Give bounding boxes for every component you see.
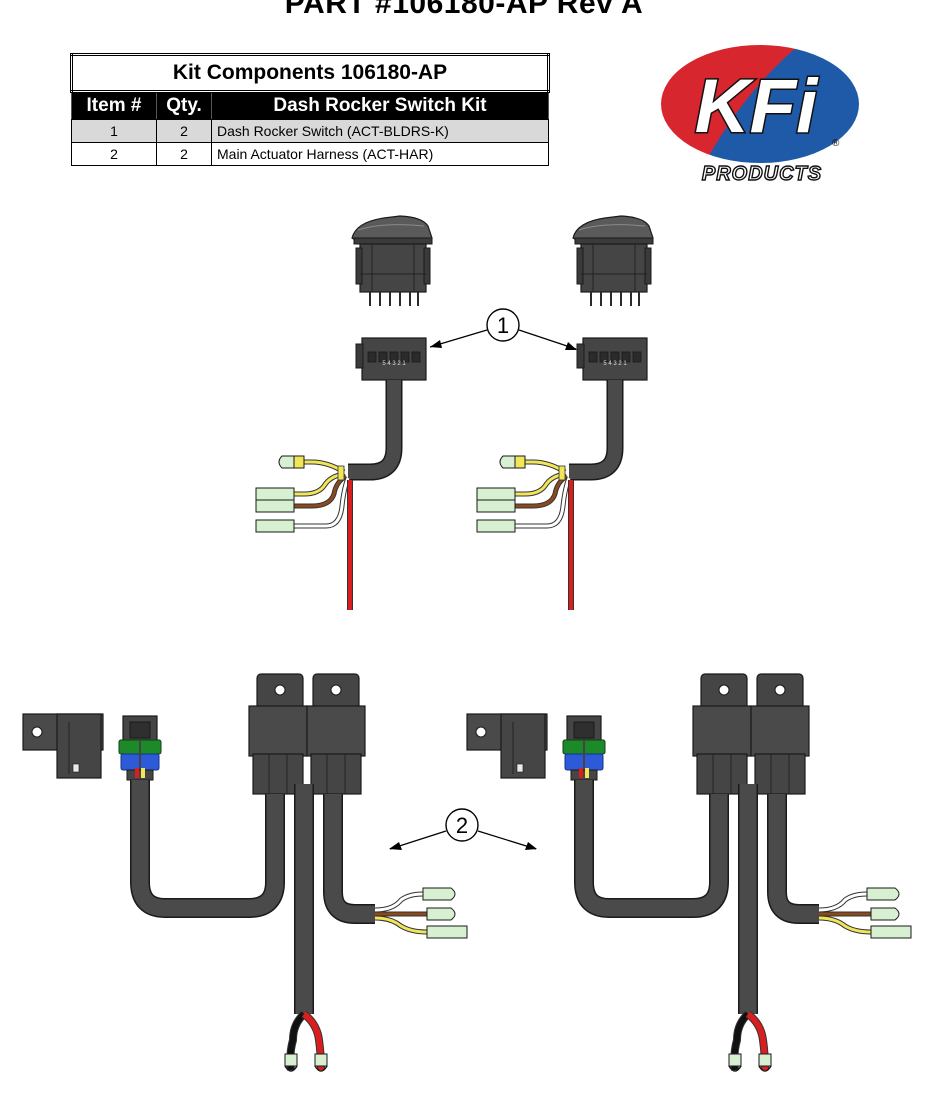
row-name: Main Actuator Harness (ACT-HAR): [211, 142, 549, 166]
table-row: 1 2 Dash Rocker Switch (ACT-BLDRS-K): [71, 119, 549, 143]
page-title: PART #106180-AP Rev A: [284, 0, 644, 20]
callout-1-label: 1: [497, 313, 509, 338]
table-row: 2 2 Main Actuator Harness (ACT-HAR): [71, 142, 549, 166]
row-item: 1: [71, 119, 157, 143]
actuator-harness-left: [23, 674, 467, 1071]
header-item: Item #: [71, 91, 157, 120]
logo-oval-red: [660, 44, 806, 164]
callout-2: 2: [389, 808, 537, 850]
logo-subtext: PRODUCTS: [702, 163, 822, 185]
connector-pin-numbers: 5 4 3 2 1: [382, 361, 406, 367]
rocker-switch-right: [477, 216, 653, 610]
actuator-harness-right: [467, 674, 911, 1071]
logo-registered-mark: ®: [832, 138, 840, 149]
kit-components-table: Kit Components 106180-AP Item # Qty. Das…: [70, 53, 550, 166]
table-caption: Kit Components 106180-AP: [70, 53, 550, 93]
row-name: Dash Rocker Switch (ACT-BLDRS-K): [211, 119, 549, 143]
connector-pin-numbers: 5 4 3 2 1: [603, 361, 627, 367]
logo-text: KFi: [695, 64, 819, 149]
callout-2-label: 2: [456, 813, 468, 838]
header-kit-name: Dash Rocker Switch Kit: [211, 91, 549, 120]
table-header-row: Item # Qty. Dash Rocker Switch Kit: [71, 91, 549, 120]
rocker-switch-left: [256, 216, 432, 610]
callout-1: 1: [429, 308, 577, 350]
header-qty: Qty.: [156, 91, 212, 120]
row-qty: 2: [156, 119, 212, 143]
row-item: 2: [71, 142, 157, 166]
kfi-products-logo: KFi ® PRODUCTS: [659, 43, 861, 186]
